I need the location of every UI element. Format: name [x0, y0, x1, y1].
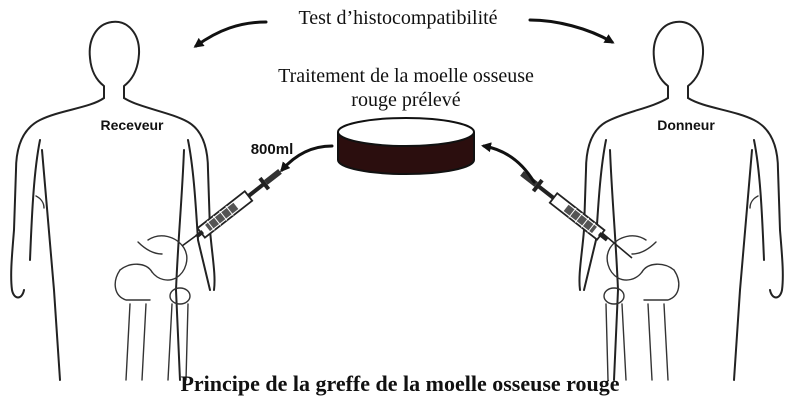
arrow-dish-to-receiver: [280, 144, 334, 173]
receiver-syringe: [181, 169, 282, 247]
petri-dish: [337, 117, 475, 175]
diagram-caption: Principe de la greffe de la moelle osseu…: [180, 371, 619, 396]
treatment-label-line1: Traitement de la moelle osseuse: [278, 65, 534, 87]
donor-figure: [578, 20, 784, 381]
receiver-figure: [10, 20, 216, 381]
histocompatibility-title: Test d’histocompatibilité: [298, 7, 497, 29]
volume-label: 800ml: [251, 141, 294, 158]
arrow-to-receiver: [193, 20, 268, 48]
receiver-label: Receveur: [100, 117, 164, 133]
treatment-label-line2: rouge prélevé: [351, 89, 461, 111]
histocompatibility-arrows: [193, 18, 615, 48]
arrow-donor-to-dish: [481, 142, 536, 184]
flow-arrows: [280, 142, 536, 184]
donor-syringe: [520, 171, 633, 259]
arrow-to-donor: [528, 18, 615, 44]
donor-label: Donneur: [657, 117, 715, 133]
